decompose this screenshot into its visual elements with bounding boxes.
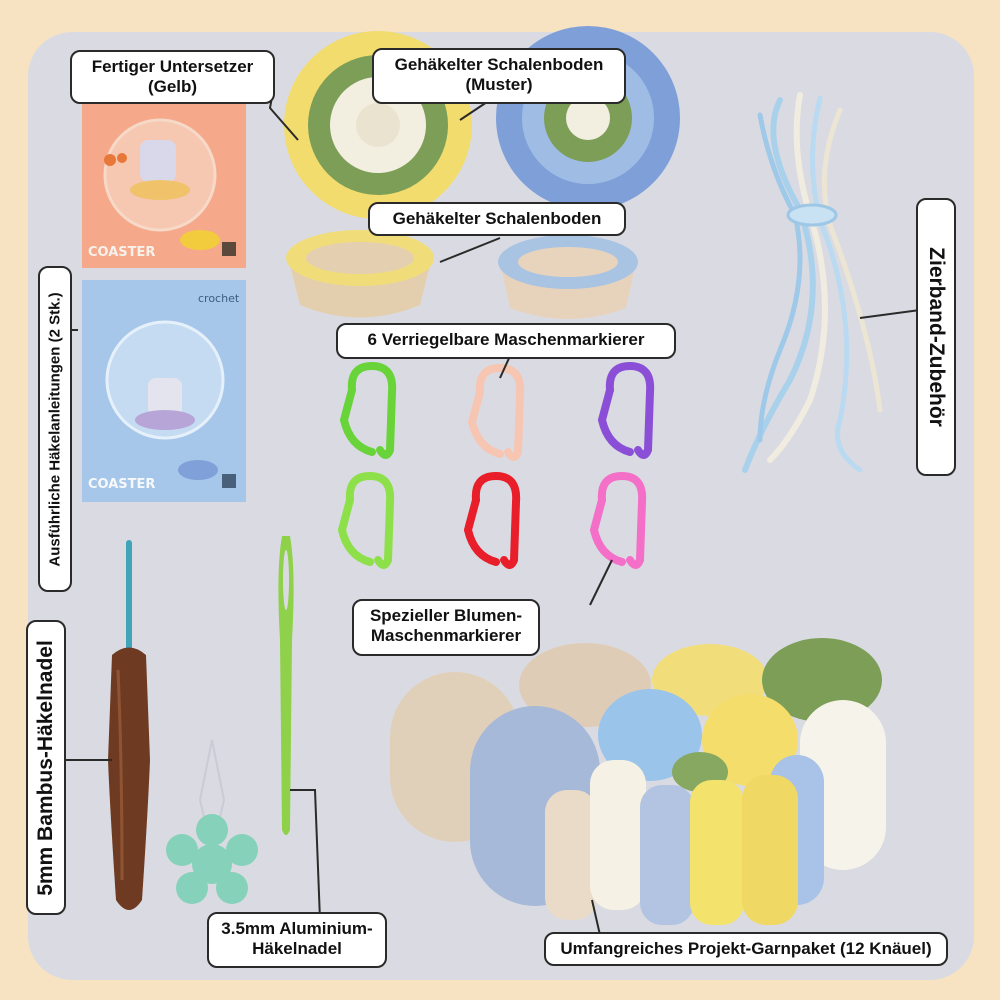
- label-bamboo-hook: 5mm Bambus-Häkelnadel: [26, 620, 66, 915]
- instruction-card-orange: COASTER: [82, 104, 246, 268]
- stitch-marker-peach: [467, 363, 525, 461]
- card-subtitle: crochet: [198, 292, 240, 305]
- label-bowl-bottom-pattern: Gehäkelter Schalenboden (Muster): [372, 48, 626, 104]
- card-title-blue: COASTER: [88, 477, 155, 492]
- plastic-yarn-needle: [278, 536, 294, 835]
- card-title-orange: COASTER: [88, 245, 155, 260]
- stitch-marker-pink: [589, 471, 647, 569]
- label-ribbon: Zierband-Zubehör: [916, 198, 956, 476]
- label-aluminium-hook: 3.5mm Aluminium- Häkelnadel: [207, 912, 387, 968]
- label-stitch-markers: 6 Verriegelbare Maschenmarkierer: [336, 323, 676, 359]
- label-instructions: Ausführliche Häkelanleitungen (2 Stk.): [38, 266, 72, 592]
- ribbon-bundle: [742, 92, 883, 473]
- stitch-marker-green-2: [337, 471, 395, 569]
- needle-threader: [166, 739, 258, 904]
- bamboo-crochet-hook: [108, 540, 150, 910]
- bowl-bottom-blue: [498, 235, 638, 319]
- instruction-card-blue: crochet COASTER: [82, 280, 246, 502]
- stitch-marker-green-1: [339, 361, 397, 459]
- label-yarn-pack: Umfangreiches Projekt-Garnpaket (12 Knäu…: [544, 932, 948, 966]
- label-flower-marker: Spezieller Blumen- Maschenmarkierer: [352, 599, 540, 656]
- label-coaster-yellow: Fertiger Untersetzer (Gelb): [70, 50, 275, 104]
- bowl-bottom-yellow: [286, 230, 434, 318]
- stitch-marker-red: [463, 471, 521, 569]
- stitch-marker-purple: [597, 361, 655, 459]
- label-bowl-bottom: Gehäkelter Schalenboden: [368, 202, 626, 236]
- yarn-pack: [390, 638, 886, 925]
